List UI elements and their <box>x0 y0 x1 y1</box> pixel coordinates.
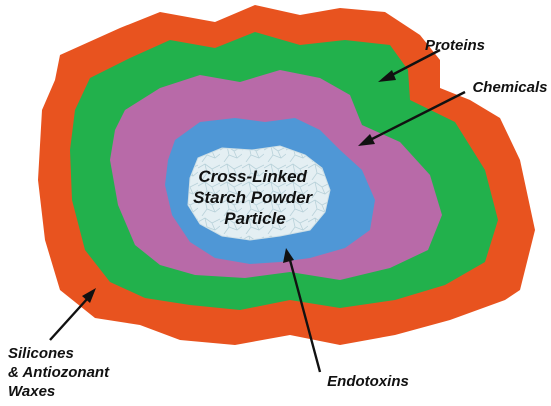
center-label: Cross-Linked Starch Powder Particle <box>193 167 317 228</box>
silicones-arrow <box>49 288 96 341</box>
silicones-label-line-1: Silicones <box>8 345 74 362</box>
silicones-label-line-3: Waxes <box>8 383 55 400</box>
center-label-line-1: Cross-Linked <box>198 167 307 186</box>
silicones-label: Silicones & Antiozonant Waxes <box>8 345 113 400</box>
endotoxins-arrow <box>283 248 322 373</box>
chemicals-label: Chemicals <box>472 79 547 96</box>
silicones-label-line-2: & Antiozonant <box>8 364 110 381</box>
endotoxins-label: Endotoxins <box>327 373 409 390</box>
center-label-line-3: Particle <box>224 209 285 228</box>
proteins-arrow <box>378 48 441 82</box>
center-label-line-2: Starch Powder <box>193 188 313 207</box>
chemicals-arrow <box>358 90 466 146</box>
proteins-label: Proteins <box>425 37 485 54</box>
starch-particle-core <box>187 145 331 241</box>
